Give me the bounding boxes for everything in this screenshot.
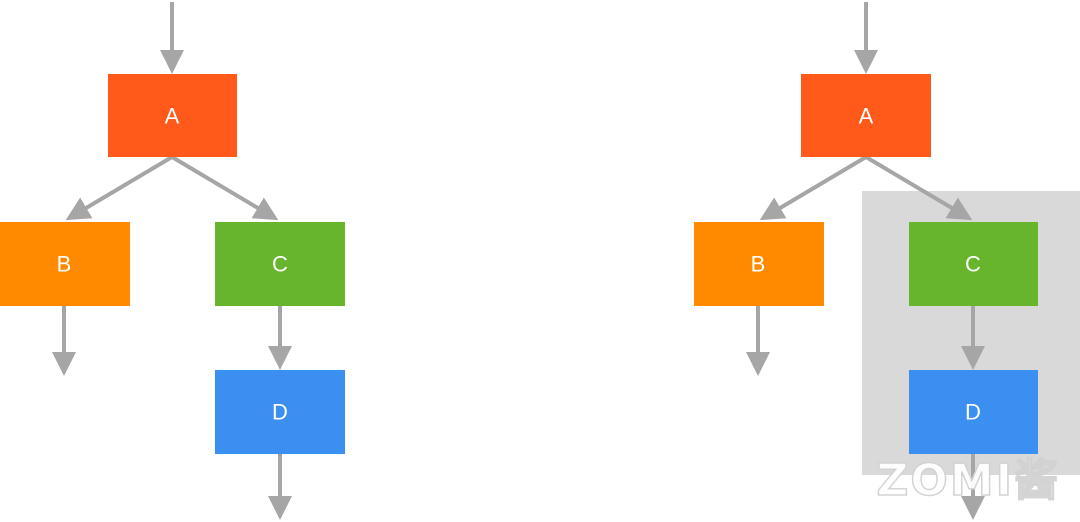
right-graph: A B C D — [694, 2, 1080, 520]
right-node-c-label: C — [965, 252, 981, 277]
left-graph: A B C D — [0, 2, 345, 520]
left-node-d-box — [215, 370, 345, 454]
left-node-d-label: D — [272, 400, 288, 425]
left-node-d: D — [215, 370, 345, 454]
right-edge-a-to-b — [759, 155, 868, 221]
right-node-d-label: D — [965, 400, 981, 425]
left-node-a: A — [108, 74, 237, 157]
right-node-a-label: A — [859, 104, 874, 129]
left-node-c-label: C — [272, 252, 288, 277]
left-node-b: B — [0, 222, 130, 306]
left-edge-a-to-b — [65, 155, 174, 221]
left-node-b-box — [0, 222, 130, 306]
right-node-d-box — [909, 370, 1038, 454]
left-node-c: C — [215, 222, 345, 306]
right-node-a: A — [801, 74, 931, 157]
right-node-b: B — [694, 222, 824, 306]
right-node-b-label: B — [751, 252, 766, 277]
left-node-a-box — [108, 74, 237, 157]
left-node-a-label: A — [165, 104, 180, 129]
right-node-a-box — [801, 74, 931, 157]
left-node-b-label: B — [57, 252, 72, 277]
left-node-c-box — [215, 222, 345, 306]
right-node-b-box — [694, 222, 824, 306]
left-edge-a-to-c — [170, 155, 279, 221]
right-node-c-box — [909, 222, 1038, 306]
right-node-c: C — [909, 222, 1038, 306]
zomi-watermark-logo: ZOMI酱 — [876, 454, 1060, 507]
right-edge-a-to-c — [864, 155, 973, 221]
right-node-d: D — [909, 370, 1038, 454]
